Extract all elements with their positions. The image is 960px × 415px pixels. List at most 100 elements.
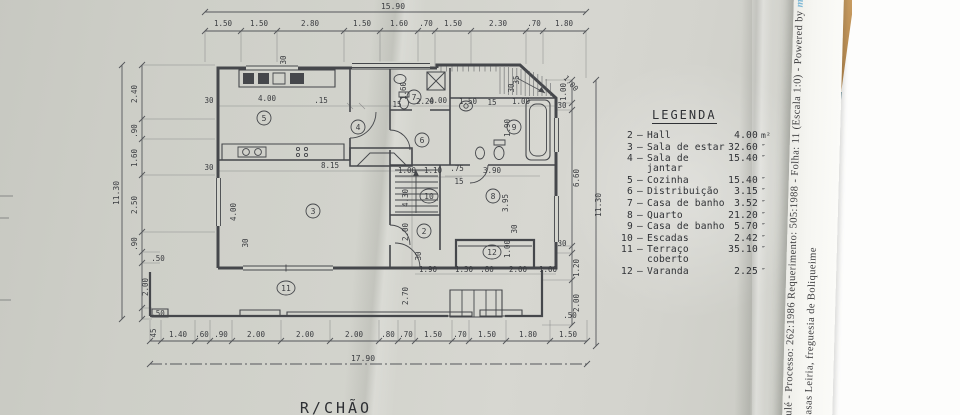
dim-label: .70 bbox=[527, 19, 541, 28]
dim-label: 1.50 bbox=[353, 19, 372, 28]
dim-overall-top: 15.90 bbox=[381, 2, 405, 11]
dim-label: 1.50 bbox=[478, 330, 497, 339]
dim-label: .90 bbox=[130, 124, 139, 138]
dim-label: 1.30 bbox=[455, 265, 474, 274]
dim-label: 30 bbox=[507, 83, 516, 93]
dim-label: 15 bbox=[454, 177, 463, 186]
dim-label: .50 bbox=[151, 309, 165, 318]
dim-label: 1.80 bbox=[555, 19, 574, 28]
dim-label: 8.15 bbox=[321, 161, 339, 170]
dim-label: 1.00 bbox=[559, 82, 568, 101]
room-number-2: 2 bbox=[416, 223, 432, 239]
svg-text:2: 2 bbox=[422, 227, 427, 236]
dim-label: 2.00 bbox=[247, 330, 266, 339]
windows bbox=[214, 61, 560, 272]
dim-label: 1.50 bbox=[459, 97, 478, 106]
room-number-5: 5 bbox=[256, 110, 272, 126]
svg-text:6: 6 bbox=[420, 136, 425, 145]
dim-label: .15 bbox=[314, 96, 328, 105]
dim-label: 2.50 bbox=[130, 195, 139, 214]
dim-label: 2.00 bbox=[572, 293, 581, 312]
dim-label: 1.90 bbox=[503, 118, 512, 137]
svg-text:9: 9 bbox=[512, 123, 517, 132]
dim-label: 30 bbox=[204, 96, 214, 105]
stairs bbox=[395, 169, 438, 213]
dim-label: 1.00 bbox=[512, 97, 531, 106]
legend-title: LEGENDA bbox=[652, 108, 717, 124]
dim-label: .70 bbox=[453, 330, 467, 339]
dim-label: 1.50 bbox=[424, 330, 443, 339]
dim-label: 2.00 bbox=[345, 330, 364, 339]
dim-label: 4.00 bbox=[258, 94, 277, 103]
dim-label: 4.00 bbox=[229, 202, 238, 221]
dim-label: 1.50 bbox=[559, 330, 578, 339]
dim-label: 2.30 bbox=[489, 19, 508, 28]
svg-text:7: 7 bbox=[412, 93, 417, 102]
room-numbers: 2 3 4 5 6 7 8 9 10 11 12 bbox=[256, 89, 522, 296]
dim-label: .50 bbox=[151, 254, 165, 263]
dimension-chain-right: 11.30 1.00 30 6.60 30 1.20 2.00 .50 bbox=[542, 76, 603, 350]
dim-label: 1.20 bbox=[572, 258, 581, 277]
dim-label: 30 bbox=[241, 238, 250, 248]
dim-label: 30 bbox=[279, 55, 288, 65]
room-number-3: 3 bbox=[305, 203, 321, 219]
dim-label: 15 bbox=[392, 100, 401, 109]
dim-label: 45 bbox=[149, 328, 158, 337]
dim-label: .80 bbox=[480, 265, 494, 274]
svg-text:12: 12 bbox=[487, 248, 497, 257]
dim-label: 15 bbox=[487, 98, 496, 107]
fireplace bbox=[349, 147, 413, 167]
dim-label: 2.00 bbox=[401, 222, 410, 241]
dim-label: .75 bbox=[450, 164, 464, 173]
dim-label: .80 bbox=[381, 330, 395, 339]
dim-overall-bottom: 17.90 bbox=[351, 354, 375, 363]
dim-label: 3.95 bbox=[501, 194, 510, 212]
svg-text:8: 8 bbox=[491, 192, 496, 201]
dim-label: 30 bbox=[557, 239, 567, 248]
dim-overall-left: 11.30 bbox=[112, 181, 121, 205]
dimension-chain-left: 11.30 2.40 .90 1.60 2.50 .90 .50 2.00 .5… bbox=[112, 61, 215, 323]
dim-label: 1.60 bbox=[390, 19, 409, 28]
svg-text:3: 3 bbox=[311, 207, 316, 216]
dim-label: 2.70 bbox=[401, 286, 410, 305]
dim-label: 1.00 bbox=[539, 265, 558, 274]
room-number-6: 6 bbox=[414, 132, 430, 148]
roof-hatching bbox=[440, 66, 551, 96]
dim-label: .70 bbox=[419, 19, 433, 28]
dim-label: .70 bbox=[399, 330, 413, 339]
dim-label: 30 bbox=[557, 101, 567, 110]
dim-label: 30 bbox=[414, 251, 423, 261]
svg-text:10: 10 bbox=[424, 192, 434, 201]
room-number-9: 9 bbox=[506, 119, 522, 135]
dim-label: .60 bbox=[195, 330, 209, 339]
dim-label: 1.60 bbox=[399, 81, 408, 100]
dim-label: 1.10 bbox=[424, 166, 443, 175]
dim-label: 1.50 bbox=[250, 19, 269, 28]
floor-plan-drawing: 15.90 1.50 1.50 2.80 1.50 1.60 .70 1.50 … bbox=[0, 2, 603, 415]
dim-label: 2.00 bbox=[296, 330, 315, 339]
kitchen-counter bbox=[221, 69, 345, 161]
dim-label: 2.80 bbox=[301, 19, 320, 28]
dim-label: .90 bbox=[130, 237, 139, 251]
dim-overall-right: 11.30 bbox=[594, 193, 603, 217]
dim-label: .50 bbox=[563, 311, 577, 320]
dim-label: 2.40 bbox=[130, 84, 139, 103]
dim-label: 2.00 bbox=[509, 265, 528, 274]
dim-label: 6.60 bbox=[572, 168, 581, 187]
dim-label: 1.50 bbox=[214, 19, 233, 28]
room-number-12: 12 bbox=[482, 244, 502, 260]
room-number-11: 11 bbox=[276, 280, 296, 296]
svg-text:11: 11 bbox=[281, 284, 291, 293]
terrace-outline bbox=[148, 270, 544, 318]
dim-label: .90 bbox=[214, 330, 228, 339]
dim-label: 1.60 bbox=[130, 148, 139, 167]
